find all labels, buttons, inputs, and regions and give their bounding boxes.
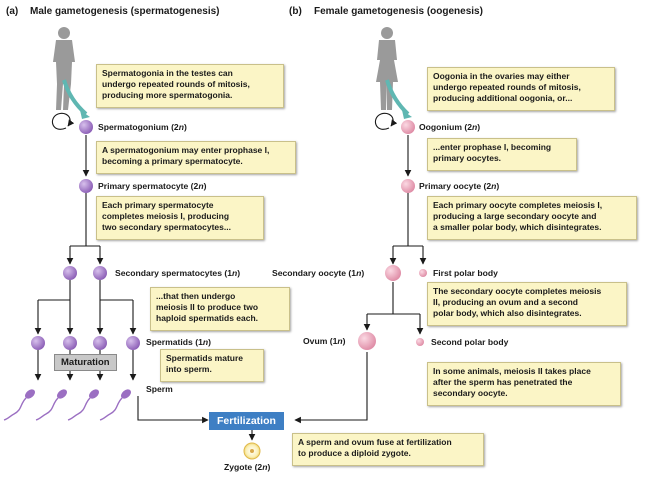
spermatid-cell — [93, 336, 107, 350]
female-info-box-5: In some animals, meiosis II takes place … — [427, 362, 621, 406]
female-info-box-4: The secondary oocyte completes meiosis I… — [427, 282, 627, 326]
primary-oocyte-label: Primary oocyte (2n) — [419, 181, 500, 191]
sperm-icon — [3, 389, 35, 421]
secondary-spermatocytes-label: Secondary spermatocytes (1n) — [115, 268, 241, 278]
spermatid-cell — [126, 336, 140, 350]
female-info-box-3: Each primary oocyte completes meiosis I,… — [427, 196, 637, 240]
male-header-letter: (a) — [6, 6, 19, 17]
sperm-label: Sperm — [146, 384, 173, 394]
spermatid-cell — [63, 336, 77, 350]
zygote-label: Zygote (2n) — [224, 462, 271, 472]
male-info-box-1: Spermatogonia in the testes can undergo … — [96, 64, 284, 108]
spermatogonium-cell — [79, 120, 93, 134]
spermatid-cell — [31, 336, 45, 350]
female-header-letter: (b) — [289, 6, 302, 17]
female-info-box-2: ...enter prophase I, becoming primary oo… — [427, 138, 577, 171]
ovum-cell — [358, 332, 376, 350]
first-polar-body — [419, 269, 427, 277]
secondary-oocyte-cell — [385, 265, 401, 281]
zygote-icon — [243, 442, 261, 460]
male-info-box-2: A spermatogonium may enter prophase I, b… — [96, 141, 296, 174]
second-polar-body — [416, 338, 424, 346]
female-header-title: Female gametogenesis (oogenesis) — [314, 6, 483, 17]
primary-spermatocyte-cell — [79, 179, 93, 193]
male-info-box-5: Spermatids mature into sperm. — [160, 349, 264, 382]
fertilization-tag: Fertilization — [209, 412, 284, 430]
sperm-icon — [35, 389, 67, 421]
second-polar-body-label: Second polar body — [431, 337, 509, 347]
spermatids-label: Spermatids (1n) — [146, 337, 211, 347]
secondary-oocyte-label: Secondary oocyte (1n) — [272, 268, 365, 278]
male-info-box-3: Each primary spermatocyte completes meio… — [96, 196, 264, 240]
male-info-box-4: ...that then undergo meiosis II to produ… — [150, 287, 290, 331]
primary-spermatocyte-label: Primary spermatocyte (2n) — [98, 181, 207, 191]
secondary-spermatocyte-cell — [93, 266, 107, 280]
first-polar-body-label: First polar body — [433, 268, 498, 278]
oogonium-label: Oogonium (2n) — [419, 122, 481, 132]
male-header-title: Male gametogenesis (spermatogenesis) — [30, 6, 220, 17]
ovum-label: Ovum (1n) — [303, 336, 346, 346]
sperm-icon — [99, 389, 131, 421]
female-info-box-1: Oogonia in the ovaries may either underg… — [427, 67, 615, 111]
primary-oocyte-cell — [401, 179, 415, 193]
fertilization-info-box: A sperm and ovum fuse at fertilization t… — [292, 433, 484, 466]
oogonium-cell — [401, 120, 415, 134]
spermatogonium-label: Spermatogonium (2n) — [98, 122, 187, 132]
sperm-icon — [67, 389, 99, 421]
secondary-spermatocyte-cell — [63, 266, 77, 280]
maturation-tag: Maturation — [54, 354, 117, 371]
